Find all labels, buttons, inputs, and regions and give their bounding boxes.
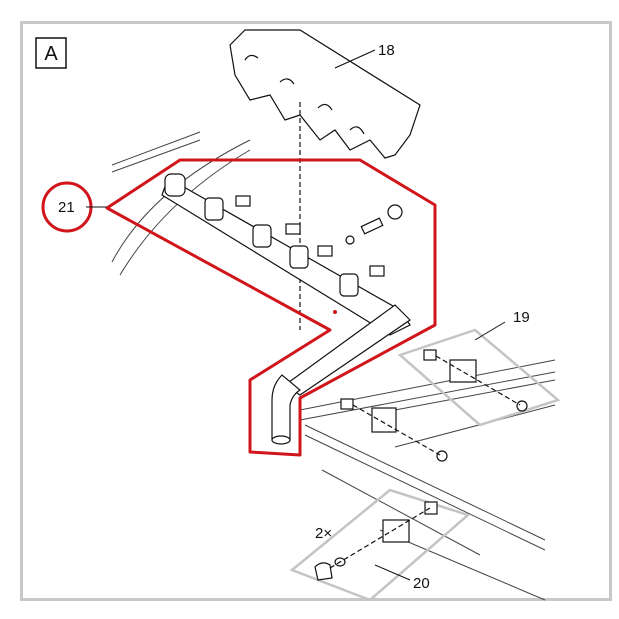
callout-19: 19: [513, 309, 530, 326]
callout-20: 20: [413, 575, 430, 592]
callout-21-marker: [41, 181, 107, 233]
pipe-assembly-21: [161, 173, 411, 445]
panel-label-box: A: [35, 37, 67, 69]
highlight-outline: [105, 158, 437, 457]
callout-21: 21: [58, 199, 75, 216]
nozzle-group: [235, 195, 403, 277]
diagram-frame: [20, 21, 612, 601]
manifold-18: [229, 29, 421, 330]
callout-18: 18: [378, 42, 395, 59]
detail-box-20: [289, 488, 471, 602]
quantity-label: 2×: [315, 525, 332, 542]
highlight-dot: [333, 310, 337, 314]
detail-box-19: [397, 321, 561, 427]
rail-bracket: [340, 398, 448, 462]
panel-label: A: [44, 43, 58, 65]
